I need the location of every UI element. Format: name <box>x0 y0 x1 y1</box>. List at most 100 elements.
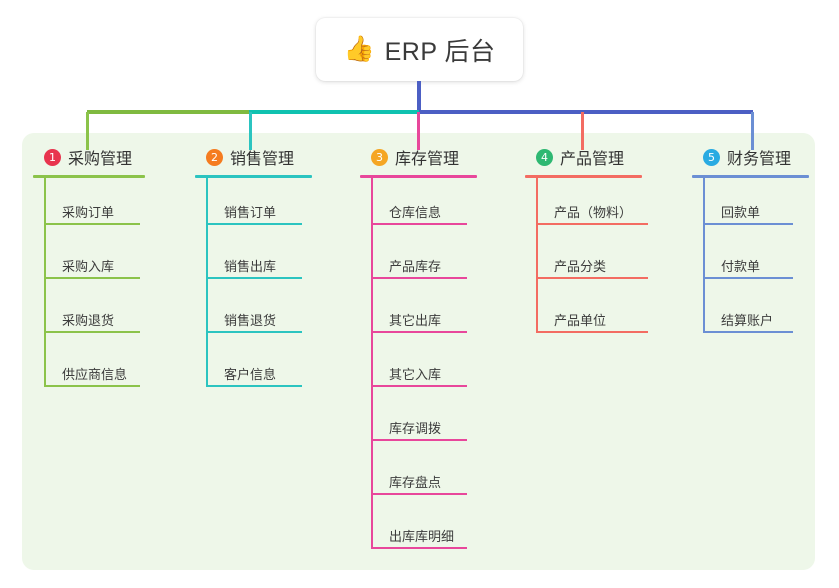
branch-item[interactable]: 结算账户 <box>692 286 809 340</box>
thumbs-up-icon: 👍 <box>343 35 375 63</box>
branch-spine <box>44 178 46 387</box>
branch-header-rule <box>692 175 809 178</box>
branch-item[interactable]: 供应商信息 <box>33 340 145 394</box>
branch-item-rule <box>206 223 302 225</box>
branch-item-rule <box>206 331 302 333</box>
branch-item-rule <box>536 223 648 225</box>
branch-item-label: 出库库明细 <box>389 529 455 544</box>
branch-item-rule <box>371 439 467 441</box>
branch-item[interactable]: 销售订单 <box>195 178 312 232</box>
bar-segment-blue <box>419 110 753 114</box>
branch-item-rule <box>703 277 793 279</box>
branch-number-badge: 5 <box>703 148 720 166</box>
branch-item-label: 采购订单 <box>62 205 115 220</box>
drop-line-1 <box>86 112 89 150</box>
branch-item-label: 仓库信息 <box>389 205 442 220</box>
branch-title: 财务管理 <box>727 151 792 168</box>
branch-item[interactable]: 采购入库 <box>33 232 145 286</box>
branch-item[interactable]: 产品（物料） <box>525 178 648 232</box>
branch-item-rule <box>206 277 302 279</box>
branch-item-label: 销售退货 <box>224 313 277 328</box>
branch-item[interactable]: 客户信息 <box>195 340 312 394</box>
branch-column-4: 4 产品管理产品（物料）产品分类产品单位 <box>525 146 648 340</box>
branch-item-label: 供应商信息 <box>62 367 128 382</box>
branch-item-rule <box>371 493 467 495</box>
root-node-title: ERP 后台 <box>384 37 496 66</box>
branch-item-label: 客户信息 <box>224 367 277 382</box>
drop-line-4 <box>581 112 584 150</box>
branch-header-rule <box>195 175 312 178</box>
branch-spine <box>371 178 373 549</box>
branch-item[interactable]: 产品分类 <box>525 232 648 286</box>
branch-item[interactable]: 产品库存 <box>360 232 477 286</box>
branch-title: 库存管理 <box>395 151 460 168</box>
branch-item-label: 产品库存 <box>389 259 442 274</box>
branch-item[interactable]: 销售出库 <box>195 232 312 286</box>
branch-spine <box>206 178 208 387</box>
root-node-card[interactable]: 👍 ERP 后台 <box>316 18 523 81</box>
bar-segment-green <box>87 110 249 114</box>
branch-item[interactable]: 出库库明细 <box>360 502 477 556</box>
branch-item-label: 采购退货 <box>62 313 115 328</box>
branch-item-rule <box>371 547 467 549</box>
branch-header-rule <box>525 175 642 178</box>
branch-item[interactable]: 其它出库 <box>360 286 477 340</box>
branch-number-badge: 4 <box>536 148 553 166</box>
branch-spine <box>536 178 538 333</box>
drop-line-3 <box>417 112 420 150</box>
branch-item[interactable]: 库存盘点 <box>360 448 477 502</box>
branch-item[interactable]: 采购订单 <box>33 178 145 232</box>
branch-item-list: 采购订单采购入库采购退货供应商信息 <box>33 178 145 394</box>
branch-header-rule <box>360 175 477 178</box>
branch-item[interactable]: 仓库信息 <box>360 178 477 232</box>
drop-line-2 <box>249 112 252 150</box>
branch-item-label: 销售出库 <box>224 259 277 274</box>
root-stem-connector <box>417 81 421 110</box>
branch-item-label: 库存调拨 <box>389 421 442 436</box>
branch-header-2[interactable]: 2 销售管理 <box>195 146 312 168</box>
branch-item[interactable]: 产品单位 <box>525 286 648 340</box>
bar-segment-teal <box>249 110 419 114</box>
drop-line-5 <box>751 112 754 150</box>
branch-item-list: 仓库信息产品库存其它出库其它入库库存调拨库存盘点出库库明细 <box>360 178 477 556</box>
branch-number-badge: 2 <box>206 148 223 166</box>
branch-title: 销售管理 <box>230 151 295 168</box>
branch-header-5[interactable]: 5 财务管理 <box>692 146 809 168</box>
branch-number-badge: 1 <box>44 148 61 166</box>
branch-item-list: 销售订单销售出库销售退货客户信息 <box>195 178 312 394</box>
branch-spine <box>703 178 705 333</box>
branch-column-2: 2 销售管理销售订单销售出库销售退货客户信息 <box>195 146 312 394</box>
branch-item-label: 产品单位 <box>554 313 607 328</box>
branch-item-label: 采购入库 <box>62 259 115 274</box>
branch-item[interactable]: 回款单 <box>692 178 809 232</box>
branch-column-5: 5 财务管理回款单付款单结算账户 <box>692 146 809 340</box>
branch-item-rule <box>371 277 467 279</box>
branch-header-4[interactable]: 4 产品管理 <box>525 146 642 168</box>
branch-item[interactable]: 采购退货 <box>33 286 145 340</box>
branch-item-list: 回款单付款单结算账户 <box>692 178 809 340</box>
branch-item-label: 回款单 <box>721 205 761 220</box>
branch-item-rule <box>44 331 140 333</box>
branch-item-label: 其它出库 <box>389 313 442 328</box>
branch-item[interactable]: 销售退货 <box>195 286 312 340</box>
branch-item-rule <box>371 385 467 387</box>
branch-item-label: 结算账户 <box>721 313 774 328</box>
branch-item-label: 库存盘点 <box>389 475 442 490</box>
branch-item-label: 其它入库 <box>389 367 442 382</box>
branch-item[interactable]: 其它入库 <box>360 340 477 394</box>
branch-item-rule <box>206 385 302 387</box>
branch-item-rule <box>703 331 793 333</box>
branch-item-rule <box>536 277 648 279</box>
branch-title: 产品管理 <box>560 151 625 168</box>
branch-item[interactable]: 付款单 <box>692 232 809 286</box>
branch-item-rule <box>44 223 140 225</box>
branch-item-label: 付款单 <box>721 259 761 274</box>
branch-item[interactable]: 库存调拨 <box>360 394 477 448</box>
branch-item-list: 产品（物料）产品分类产品单位 <box>525 178 648 340</box>
diagram-panel <box>22 133 815 570</box>
branch-header-rule <box>33 175 145 178</box>
branch-item-label: 销售订单 <box>224 205 277 220</box>
